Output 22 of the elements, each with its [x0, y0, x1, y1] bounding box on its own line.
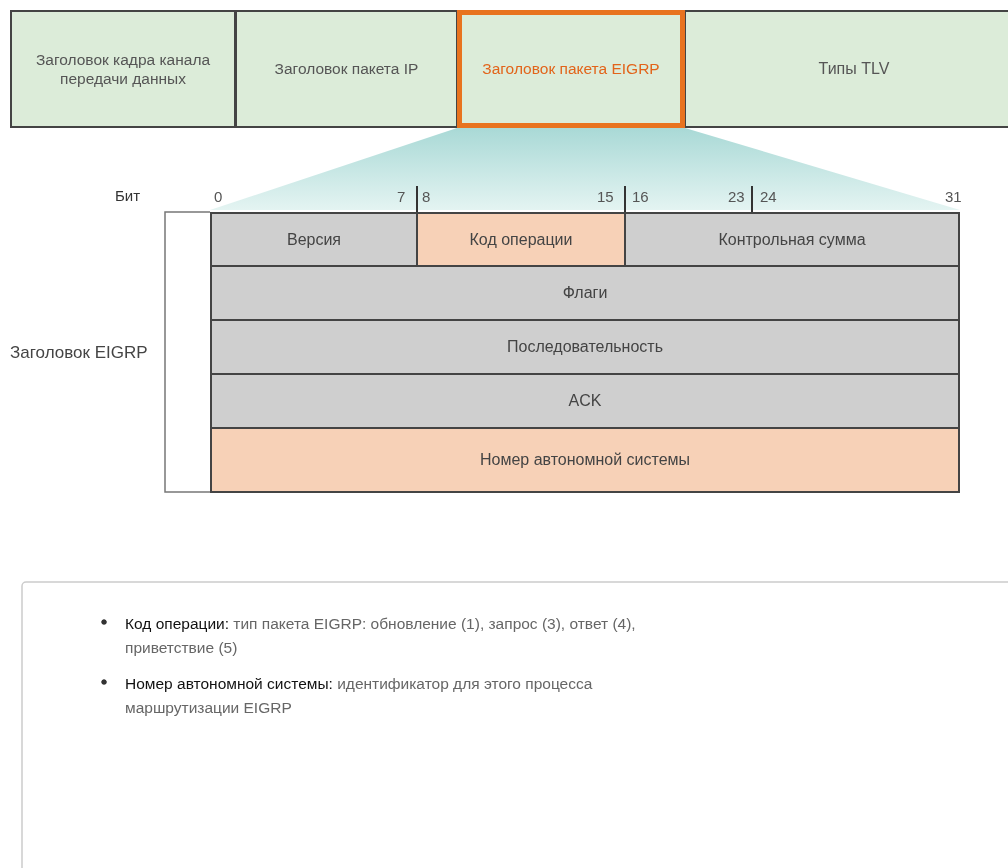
header-field: Последовательность: [210, 319, 960, 375]
bit-number: 7: [397, 188, 406, 205]
bit-number: 0: [214, 188, 223, 205]
bit-number: 31: [945, 188, 962, 205]
header-field: Код операции: [416, 212, 626, 267]
header-field: Версия: [210, 212, 418, 267]
header-field: ACK: [210, 373, 960, 429]
header-field: Флаги: [210, 265, 960, 321]
bit-number: 15: [597, 188, 614, 205]
bit-number: 16: [632, 188, 649, 205]
frame-segment: Типы TLV: [684, 10, 1008, 128]
frame-segment: Заголовок пакета IP: [235, 10, 458, 128]
bit-number: 24: [760, 188, 777, 205]
bullet-text: Код операции: тип пакета EIGRP: обновление (1), запрос (3), ответ (4), приветствие (5): [125, 614, 637, 658]
frame-segment: Заголовок пакета EIGRP: [457, 10, 685, 128]
bit-label: Бит: [115, 187, 141, 204]
bit-number: 8: [422, 188, 431, 205]
frame-segment: Заголовок кадра канала передачи данных: [10, 10, 236, 128]
bullet-text: Номер автономной системы: идентификатор для этого процесса маршрутизации EIGRP: [125, 674, 594, 718]
header-field: Контрольная сумма: [624, 212, 960, 267]
header-field: Номер автономной системы: [210, 427, 960, 493]
bit-number: 23: [728, 188, 745, 205]
